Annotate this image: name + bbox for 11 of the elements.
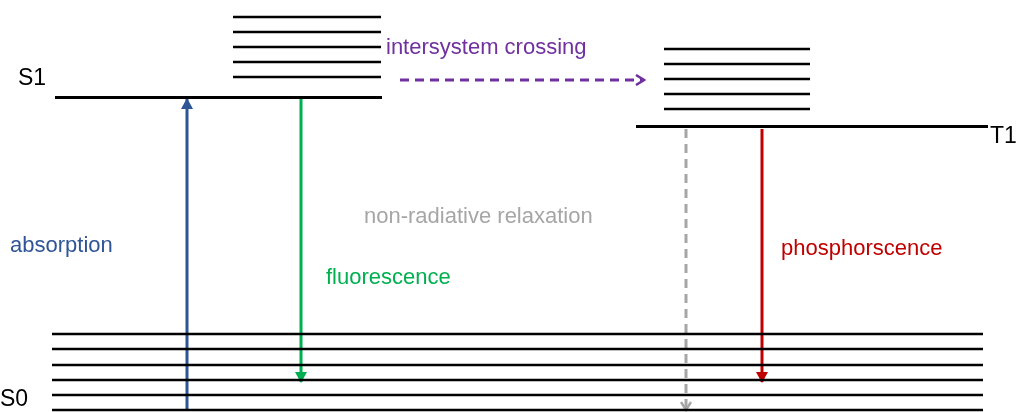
transition-arrow xyxy=(679,129,693,412)
edge-label: phosphorscence xyxy=(781,237,943,259)
edge-label: absorption xyxy=(10,234,113,256)
transition-arrow xyxy=(400,73,646,87)
transition-arrow xyxy=(181,98,193,410)
edge-label: intersystem crossing xyxy=(386,36,587,58)
transition-arrow xyxy=(756,129,768,383)
level-label: S1 xyxy=(18,66,47,89)
transition-arrow xyxy=(295,99,307,383)
level-label: S0 xyxy=(0,387,29,410)
level-label: T1 xyxy=(990,124,1017,147)
